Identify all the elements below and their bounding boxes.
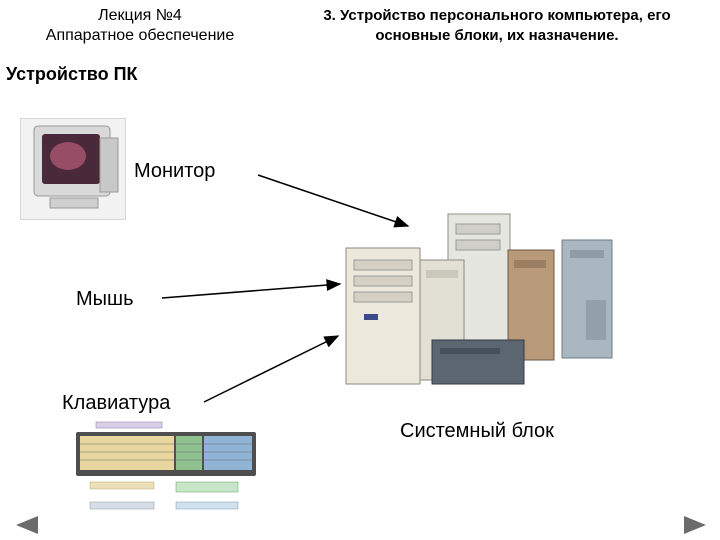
triangle-right-icon[interactable] [682, 514, 708, 536]
label-keyboard: Клавиатура [62, 392, 171, 414]
topic-line-1: 3. Устройство персонального компьютера, … [323, 7, 671, 24]
arrow-mouse [161, 279, 342, 299]
triangle-left-icon[interactable] [14, 514, 40, 536]
label-mouse: Мышь [76, 288, 134, 310]
topic-line-2: основные блоки, их назначение. [375, 27, 619, 44]
lecture-subject: Аппаратное обеспечение [45, 27, 235, 44]
monitor-image [20, 118, 126, 220]
label-system-unit: Системный блок [400, 420, 554, 442]
lecture-number: Лекция №4 [98, 7, 182, 24]
label-monitor: Монитор [134, 160, 216, 182]
keyboard-diagram-image [76, 421, 256, 510]
slide-title: Устройство ПК [6, 64, 138, 84]
topic-header: 3. Устройство персонального компьютера, … [282, 6, 712, 46]
system-units-image [345, 213, 613, 385]
arrow-keyboard [203, 335, 340, 403]
lecture-header: Лекция №4 Аппаратное обеспечение [10, 6, 270, 46]
arrow-monitor [257, 174, 410, 228]
